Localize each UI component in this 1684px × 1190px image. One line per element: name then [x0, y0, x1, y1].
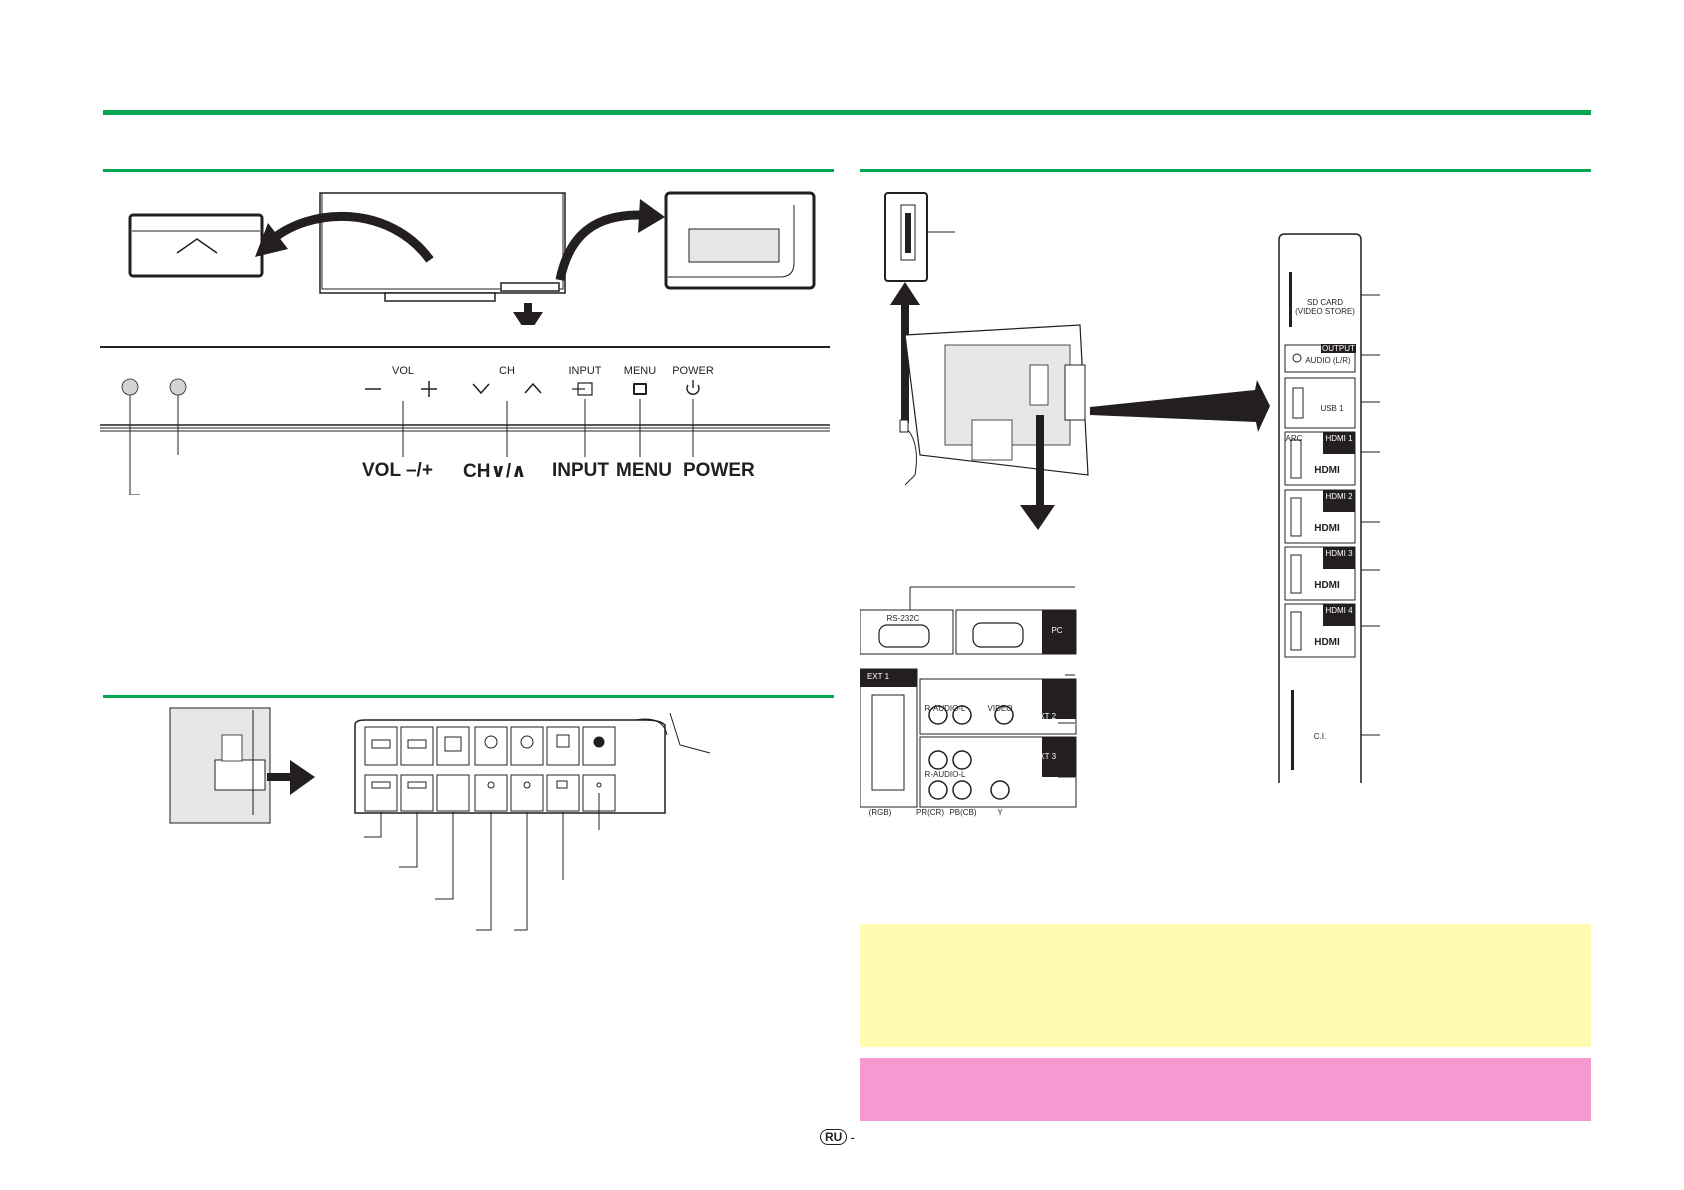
- usb1-label: USB 1: [1320, 404, 1344, 413]
- rear-view-illustration: [860, 192, 1270, 808]
- input-label: INPUT: [568, 365, 602, 377]
- ext3-label: EXT 3: [1033, 752, 1057, 761]
- hdmi3-label: HDMI 3: [1325, 549, 1353, 558]
- video-label: VIDEO: [987, 704, 1013, 713]
- menu-label: MENU: [623, 365, 657, 377]
- hdmi-logo: HDMI: [1314, 580, 1340, 591]
- hdmi2-label: HDMI 2: [1325, 492, 1353, 501]
- top-rule: [103, 110, 1591, 115]
- arc-label: ARC: [1285, 434, 1303, 443]
- tv-front-illustration: [128, 191, 816, 325]
- sd-card-label: SD CARD: [1306, 298, 1343, 307]
- hdmi-logo: HDMI: [1314, 637, 1340, 648]
- pr-label: PR(CR): [916, 808, 944, 817]
- hdmi-logo: HDMI: [1314, 523, 1340, 534]
- vol-caption: VOL –/+: [362, 460, 433, 481]
- ch-caption: CH∨/∧: [463, 461, 527, 482]
- hdmi4-label: HDMI 4: [1325, 606, 1353, 615]
- ext1-label: EXT 1: [866, 672, 890, 681]
- section-rule-terminals: [860, 169, 1591, 172]
- rgb-label: (RGB): [868, 808, 892, 817]
- rs232c-label: RS-232C: [886, 614, 920, 623]
- page-number: RU -: [820, 1129, 855, 1145]
- output-badge: OUTPUT: [1321, 344, 1356, 353]
- vol-label: VOL: [391, 365, 414, 377]
- language-badge: RU: [820, 1129, 848, 1145]
- hdmi-logo: HDMI: [1314, 465, 1340, 476]
- ch-label: CH: [499, 365, 515, 377]
- section-rule-front: [103, 169, 834, 172]
- y-label: Y: [997, 808, 1003, 817]
- ext2-label: EXT 2: [1033, 712, 1057, 721]
- pc-label: PC: [1051, 626, 1063, 635]
- caution-box: [860, 1058, 1591, 1121]
- power-label: POWER: [672, 365, 714, 377]
- page-dash: -: [850, 1129, 856, 1145]
- audio-out-label: AUDIO (L/R): [1305, 356, 1351, 365]
- section-rule-rear: [103, 695, 834, 698]
- sd-card-sub-label: (VIDEO STORE): [1295, 307, 1355, 316]
- ci-label: C.I.: [1313, 732, 1327, 741]
- power-caption: POWER: [683, 460, 755, 481]
- input-caption: INPUT: [552, 460, 609, 481]
- side-panel-illustration: [1278, 233, 1380, 783]
- note-box: [860, 924, 1591, 1047]
- r-audio-l-bottom-label: R-AUDIO-L: [924, 770, 966, 779]
- r-audio-l-top-label: R-AUDIO-L: [924, 704, 966, 713]
- pb-label: PB(CB): [949, 808, 977, 817]
- control-strip: [100, 346, 830, 495]
- menu-caption: MENU: [616, 460, 672, 481]
- hdmi1-label: HDMI 1: [1325, 434, 1353, 443]
- rear-terminals-illustration: [169, 707, 711, 931]
